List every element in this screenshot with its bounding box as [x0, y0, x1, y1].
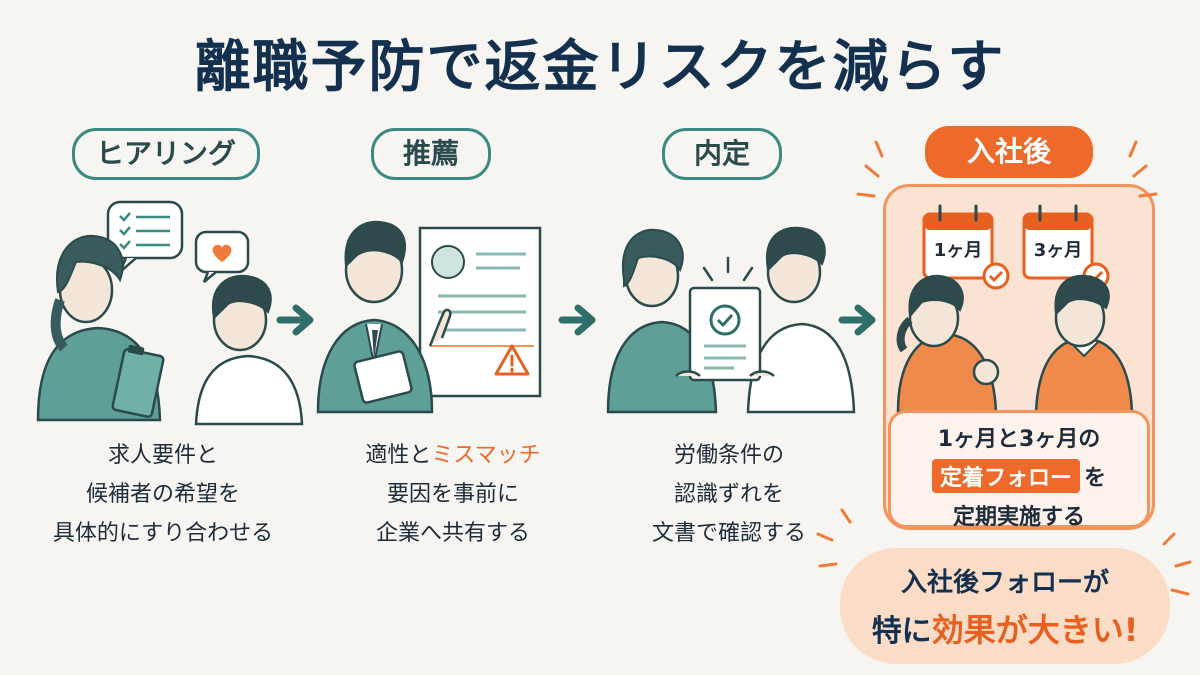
- candidate-man-figure: [194, 274, 304, 426]
- description-line: 適性とミスマッチ: [328, 436, 578, 475]
- offer-man-figure: [746, 226, 856, 414]
- stage-hearing-description: 求人要件と 候補者の希望を 具体的にすり合わせる: [38, 436, 288, 553]
- callout-exclamation: !: [1123, 611, 1139, 649]
- description-line: 具体的にすり合わせる: [52, 521, 274, 546]
- follow-up-line3: 定期実施する: [952, 505, 1085, 530]
- description-line: 候補者の希望を: [85, 482, 240, 507]
- follow-up-text: を: [1084, 466, 1107, 491]
- callout-line1: 入社後フォローが: [900, 568, 1109, 598]
- key-point-callout: 入社後フォローが 特に効果が大きい!: [840, 548, 1170, 664]
- stage-recommend-description: 適性とミスマッチ 要因を事前に 企業へ共有する: [328, 436, 578, 553]
- description-line: 企業へ共有する: [375, 521, 530, 546]
- callout-text: 特に: [871, 614, 932, 649]
- stage-offer-description: 労働条件の 認識ずれを 文書で確認する: [604, 436, 854, 553]
- description-line: 要因を事前に: [386, 482, 519, 507]
- calendar-1-month-label: 1ヶ月: [933, 240, 983, 261]
- consultant-man-figure: [316, 220, 452, 414]
- follow-up-line1: 1ヶ月と3ヶ月の: [937, 427, 1101, 452]
- onboarding-woman-figure: [896, 274, 1000, 414]
- resume-document-icon: [418, 226, 542, 398]
- arrow-right-icon: [558, 304, 596, 336]
- contract-document-icon: [675, 256, 775, 382]
- calendar-1-month-icon: [922, 204, 1010, 290]
- stage-onboarding-label: 入社後: [925, 126, 1093, 178]
- stage-hearing-label: ヒアリング: [72, 128, 260, 180]
- arrow-right-icon: [838, 304, 876, 336]
- stage-recommend-label: 推薦: [371, 128, 491, 180]
- description-text: 適性と: [365, 443, 432, 468]
- speech-bubble-checklist-icon: [106, 200, 184, 273]
- recruiter-woman-figure: [36, 234, 165, 422]
- callout-highlight: 効果が大きい: [931, 611, 1124, 649]
- follow-up-line2: 定着フォローを: [891, 459, 1147, 493]
- description-line: 認識ずれを: [673, 482, 784, 507]
- page-title: 離職予防で返金リスクを減らす: [194, 35, 1006, 100]
- description-line: 文書で確認する: [651, 521, 806, 546]
- description-line: 労働条件の: [673, 443, 784, 468]
- stage-offer-label: 内定: [662, 128, 782, 180]
- arrow-right-icon: [276, 304, 314, 336]
- emphasis-sparkle-icon: [816, 140, 1192, 596]
- onboarding-man-figure: [1034, 274, 1134, 414]
- mismatch-highlight: ミスマッチ: [431, 443, 541, 468]
- calendar-3-month-label: 3ヶ月: [1033, 240, 1083, 261]
- callout-line2: 特に効果が大きい!: [840, 605, 1170, 651]
- speech-bubble-heart-icon: [194, 230, 250, 283]
- follow-up-box: 1ヶ月と3ヶ月の 定着フォローを 定期実施する: [888, 410, 1150, 530]
- retention-follow-up-tag: 定着フォロー: [931, 459, 1080, 493]
- description-line: 求人要件と: [107, 443, 218, 468]
